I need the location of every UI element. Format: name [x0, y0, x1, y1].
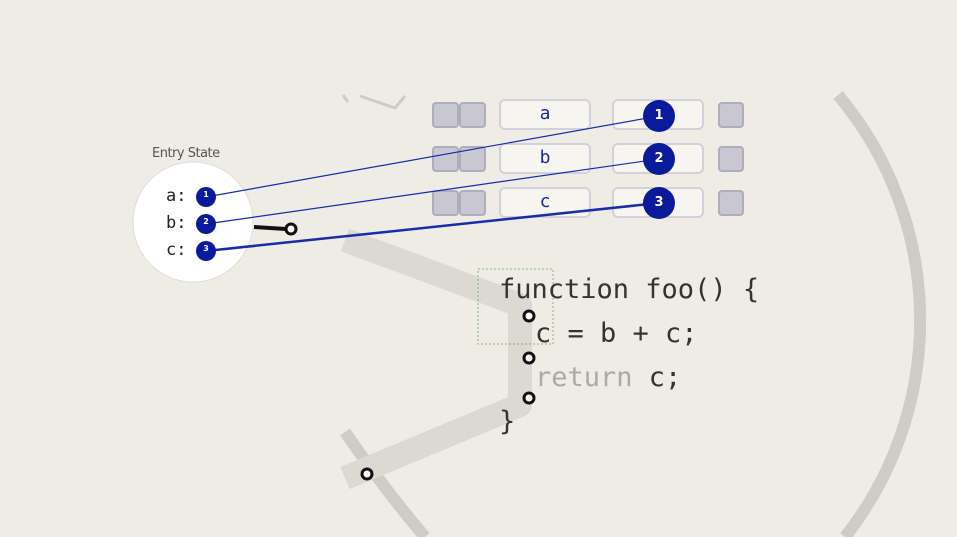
var-badge-b [196, 214, 216, 234]
return-keyword: return [535, 362, 633, 393]
code-line-4: } [499, 406, 516, 437]
code-line-3: return c; [535, 362, 681, 393]
entry-state-circle [132, 161, 254, 283]
link-a [205, 115, 660, 198]
var-label-c: c: [166, 240, 187, 260]
row-value-a: 1 [654, 108, 664, 123]
var-value-b: 2 [203, 217, 209, 226]
row-label-a: a [539, 103, 551, 124]
var-badge-a [196, 187, 216, 207]
row-badge-a [643, 100, 675, 132]
code-line-2: c = b + c; [535, 318, 698, 349]
flow-path [340, 228, 532, 490]
var-value-c: 3 [203, 244, 209, 253]
var-label-a: a: [166, 186, 187, 206]
row-value-c: 3 [654, 195, 664, 210]
selection-box [477, 268, 554, 345]
row-badge-b [643, 143, 675, 175]
breakpoint-markers [360, 309, 536, 481]
code-line-1: function foo() { [499, 274, 760, 305]
var-label-b: b: [166, 213, 187, 233]
return-value: c; [632, 362, 682, 393]
row-badge-c [643, 187, 675, 219]
sketch-mark [341, 94, 407, 110]
outer-arc [833, 91, 927, 537]
outer-arc-lower-left [340, 428, 430, 537]
key-icon [253, 222, 298, 236]
row-label-c: c [539, 191, 551, 212]
row-value-b: 2 [654, 151, 664, 166]
row-label-b: b [539, 147, 551, 168]
link-c [205, 201, 660, 253]
link-b [205, 158, 660, 225]
var-value-a: 1 [203, 190, 209, 199]
var-badge-c [196, 241, 216, 261]
entry-state-title: Entry State [152, 146, 220, 161]
